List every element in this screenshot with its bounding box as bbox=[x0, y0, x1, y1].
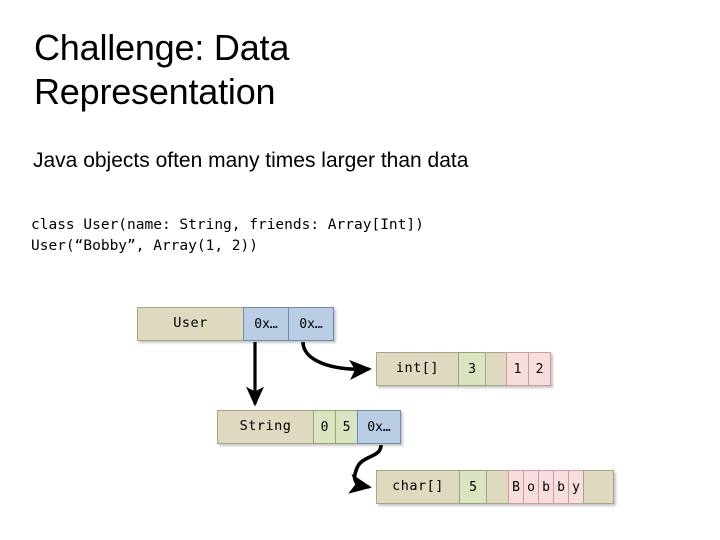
memory-box-string: String 0 5 0x… bbox=[217, 410, 401, 444]
memory-box-user: User 0x… 0x… bbox=[137, 307, 334, 341]
code-snippet: class User(name: String, friends: Array[… bbox=[31, 217, 424, 255]
cell-int-padding bbox=[485, 352, 507, 386]
cell-int-length: 3 bbox=[458, 352, 486, 386]
cell-string-label: String bbox=[217, 410, 314, 444]
cell-char-tail-padding bbox=[583, 470, 614, 504]
cell-char-length: 5 bbox=[459, 470, 487, 504]
arrow-user-to-int bbox=[301, 341, 372, 381]
cell-int-label: int[] bbox=[376, 352, 459, 386]
memory-box-char-array: char[] 5 B o b b y bbox=[376, 470, 614, 504]
cell-char-padding bbox=[486, 470, 509, 504]
cell-user-pointer-name: 0x… bbox=[243, 307, 289, 341]
cell-char-element-3: b bbox=[553, 470, 569, 504]
cell-char-element-0: B bbox=[508, 470, 524, 504]
cell-string-hash: 0 bbox=[313, 410, 336, 444]
page-title: Challenge: Data Representation bbox=[34, 27, 290, 112]
cell-user-label: User bbox=[137, 307, 244, 341]
cell-user-pointer-friends: 0x… bbox=[288, 307, 334, 341]
memory-box-int-array: int[] 3 1 2 bbox=[376, 352, 551, 386]
cell-char-element-1: o bbox=[523, 470, 539, 504]
cell-char-element-4: y bbox=[568, 470, 584, 504]
cell-int-element-1: 2 bbox=[528, 352, 551, 386]
cell-string-length: 5 bbox=[335, 410, 358, 444]
slide-subtitle: Java objects often many times larger tha… bbox=[33, 149, 469, 172]
cell-string-pointer: 0x… bbox=[357, 410, 401, 444]
cell-char-label: char[] bbox=[376, 470, 460, 504]
cell-int-element-0: 1 bbox=[506, 352, 529, 386]
cell-char-element-2: b bbox=[538, 470, 554, 504]
